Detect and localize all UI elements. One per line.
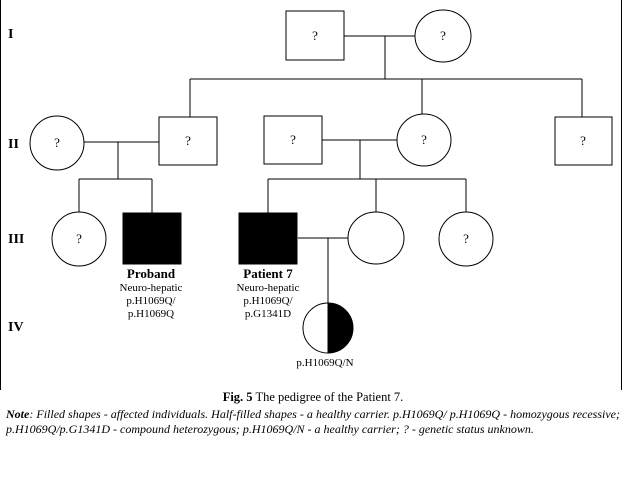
generation-label-1: I [8,27,13,42]
pedigree-chart: I II III IV [0,0,622,390]
unknown-mark: ? [463,231,469,246]
male-unknown-symbol [285,10,345,61]
proband-genotype-line2: p.H1069Q [128,308,174,320]
male-unknown-symbol [263,115,323,165]
proband-genotype-line1: p.H1069Q/ [126,295,176,307]
patient7-genotype-line2: p.G1341D [245,308,291,320]
figure-note: Note: Filled shapes - affected individua… [6,407,620,437]
generation-label-2: II [8,137,19,152]
child-genotype: p.H1069Q/N [296,357,353,369]
female-unknown-symbol [414,9,472,63]
proband-name: Proband [127,266,176,281]
unknown-mark: ? [185,133,191,148]
caption-block: Fig. 5 The pedigree of the Patient 7. No… [6,390,620,437]
male-unknown-symbol [554,116,613,166]
unknown-mark: ? [421,132,427,147]
patient7-genotype-line1: p.H1069Q/ [243,295,293,307]
patient7-name: Patient 7 [243,266,293,281]
unknown-mark: ? [312,28,318,43]
female-unknown-symbol [438,211,494,267]
note-label: Note [6,407,30,421]
male-unknown-symbol [158,116,218,166]
figure-label: Fig. 5 [222,390,253,404]
unknown-mark: ? [580,133,586,148]
generation-label-4: IV [8,320,24,335]
female-unknown-symbol [396,113,452,167]
female-unknown-symbol [29,115,85,171]
unknown-mark: ? [440,28,446,43]
spouse-symbol [347,211,405,265]
proband-phenotype: Neuro-hepatic [120,282,183,294]
unknown-mark: ? [76,231,82,246]
figure-caption: Fig. 5 The pedigree of the Patient 7. [6,390,620,405]
proband-affected-symbol [122,212,182,265]
pedigree-lines [78,35,583,303]
unknown-mark: ? [290,132,296,147]
patient7-affected-symbol [238,212,298,265]
patient7-phenotype: Neuro-hepatic [237,282,300,294]
female-unknown-symbol [51,211,107,267]
generation-label-3: III [8,232,24,247]
figure-title: The pedigree of the Patient 7. [252,390,404,404]
carrier-half-filled-symbol [302,302,354,354]
unknown-mark: ? [54,135,60,150]
note-text: : Filled shapes - affected individuals. … [6,407,620,436]
